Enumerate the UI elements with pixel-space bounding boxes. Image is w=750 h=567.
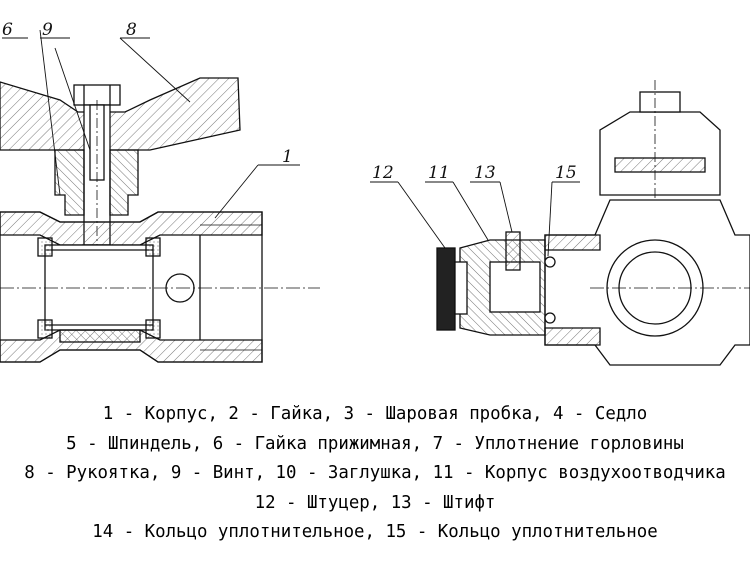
handle-top <box>599 111 721 196</box>
parts-legend: 1 - Корпус, 2 - Гайка, 3 - Шаровая пробк… <box>0 400 750 548</box>
right-side-view <box>370 80 750 366</box>
callout-9: 9 <box>42 20 53 40</box>
pin <box>505 231 521 271</box>
handle-part <box>0 77 241 151</box>
left-section-view <box>0 29 320 363</box>
callout-13: 13 <box>474 163 496 183</box>
legend-line-2: 5 - Шпиндель, 6 - Гайка прижимная, 7 - У… <box>66 433 684 454</box>
fitting-knob <box>436 247 456 331</box>
callout-8: 8 <box>126 20 137 40</box>
legend-line-4: 12 - Штуцер, 13 - Штифт <box>254 492 496 513</box>
valve-drawing: 6 9 8 1 12 11 13 15 <box>0 20 750 366</box>
legend-line-1: 1 - Корпус, 2 - Гайка, 3 - Шаровая пробк… <box>102 404 648 424</box>
seat-left <box>37 237 53 257</box>
seat-right <box>145 237 161 257</box>
callout-1: 1 <box>282 147 293 167</box>
seal-ring <box>544 256 556 268</box>
legend-line-3: 8 - Рукоятка, 9 - Винт, 10 - Заглушка, 1… <box>24 463 726 483</box>
callout-12: 12 <box>372 163 394 183</box>
legend-line-5: 14 - Кольцо уплотнительное, 15 - Кольцо … <box>92 522 658 542</box>
neck-nut <box>54 149 85 216</box>
callout-11: 11 <box>428 163 450 183</box>
ball <box>44 244 154 331</box>
callout-6: 6 <box>2 20 13 40</box>
callout-15: 15 <box>555 163 577 183</box>
